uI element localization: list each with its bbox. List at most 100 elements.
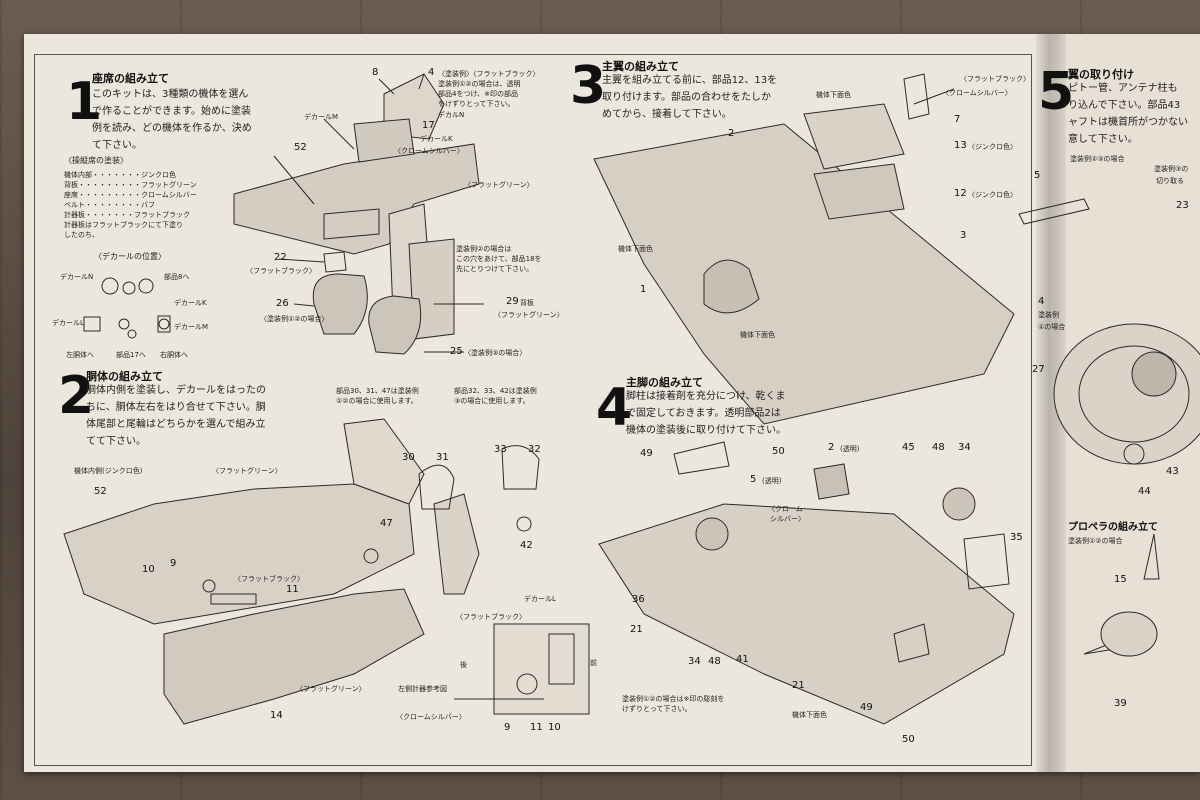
callout-4-note-3: 部品4をつけ、※印の部品 [438,90,518,98]
callout-4-s5: 4 [1038,296,1045,307]
callout-chrome-silver: 〈クロームシルバー〉 [394,147,464,155]
callout-1: 1 [640,284,647,295]
callout-25: 25 [450,346,463,357]
callout-4: 4 [428,67,435,78]
prop-blade-1 [1143,533,1160,580]
step5-line-4: 意して下さい。 [1068,134,1138,145]
step4-title: 主脚の組み立て [626,376,703,389]
step3-line-1: 主翼を組み立てる前に、部品12、13を [602,75,778,86]
step4-part49 [673,441,730,475]
callout-33: 33 [494,444,507,455]
step1-title: 座席の組み立て [92,72,169,85]
callout-9b: 9 [504,722,511,733]
callout-29-note-3: 先にとりつけて下さい。 [456,265,534,273]
step5-pitot [1018,198,1090,225]
callout-42: 42 [520,540,533,551]
step5-line-3: ャフトは機首所がつかない [1068,117,1188,128]
decal-m-label: デカールM [174,323,209,331]
step2-part9 [202,579,216,593]
callout-flat-green-s2: 〈フラットグリーン〉 [212,467,282,475]
step2-part30 [418,464,455,510]
paint-row: 背板・・・・・・・・・フラットグリーン [64,181,197,189]
callout-11: 11 [286,584,299,595]
step4-wheel-left [695,517,729,551]
step2-tailwheel47 [363,548,379,564]
callout-29-note-2: この穴をあけて、部品18を [456,255,542,263]
callout-36: 36 [632,594,645,605]
step3-part12 [813,163,905,220]
callout-underside-s4: 機体下面色 [792,711,827,719]
step4-ex-note-2: けずりとって下さい。 [622,705,692,713]
step5-engine [1131,351,1177,397]
callout-35: 35 [1010,532,1023,543]
callout-10b: 10 [548,722,561,733]
callout-32: 32 [528,444,541,455]
part17-label: 部品17へ [116,351,146,359]
callout-23: 23 [1176,200,1189,211]
label-front: 前 [590,659,597,667]
step3-part13 [803,103,905,170]
step4-wing [598,503,1015,725]
paint-row: 機体内部・・・・・・・ジンクロ色 [64,171,176,179]
callout-50: 50 [772,446,785,457]
propeller-title: プロペラの組み立て [1068,522,1158,533]
step5-cowl [1053,323,1200,465]
step1-line-3: 例を読み、どの機体を作るか、決め [92,123,252,134]
step4-line-2: で固定しておきます。透明部品2は [626,408,781,419]
callout-12: 12 [954,188,967,199]
propeller-ex: 塗装例①②の場合 [1068,537,1123,545]
callout-interior: 機体内側(ジンクロ色) [74,467,143,475]
step2-rudder [433,493,480,595]
step4-line-1: 脚柱は接着剤を充分につけ、乾くま [626,391,786,402]
step-number-2: 2 [58,366,95,426]
callout-decal-l-s2: デカールL [524,595,556,603]
callout-41: 41 [736,654,749,665]
paint-row: 座席・・・・・・・・・クロームシルバー [64,191,197,199]
step1-line-1: このキットは、3種類の機体を選ん [92,89,249,100]
callout-47: 47 [380,518,393,529]
callout-decal-k: デカールK [420,135,453,143]
callout-45: 45 [902,442,915,453]
callout-52: 52 [294,142,307,153]
callout-52-s2: 52 [94,486,107,497]
callout-flat-black: 〈フラットブラック〉 [246,267,316,275]
step3-part7 [903,73,930,120]
step5-line-1: ピトー管、アンテナ柱も [1068,83,1178,94]
step3-line-2: 取り付けます。部品の合わせをたしか [602,92,771,103]
step5-title: 翼の取り付け [1068,68,1134,81]
right-fuselage-label: 右胴体へ [160,351,188,359]
step-number-4: 4 [596,378,633,438]
callout-ex4b: ①の場合 [1038,323,1066,331]
paint-note-1: 計器板はフラットブラックにて下塗り [64,221,183,229]
callout-4-note-1: 〈塗装例〉〈フラットブラック〉 [438,70,540,78]
step3-line-3: めてから、接着して下さい。 [602,109,732,120]
callout-7: 7 [954,114,961,125]
decal-l-label: デカールL [52,319,84,327]
callout-ex12: 〈塗装例①②の場合〉 [260,315,329,323]
callout-2-s3: 2 [728,128,735,139]
callout-34b: 34 [688,656,701,667]
callout-17: 17 [422,120,435,131]
step2-title: 胴体の組み立て [86,370,163,383]
callout-50b: 50 [902,734,915,745]
paint-table-title: 〈操縦席の塗装〉 [64,156,128,165]
step4-ex-note-1: 塗装例①②の場合は※印の彫刻を [622,695,725,703]
callout-48b: 48 [708,656,721,667]
callout-21: 21 [630,624,643,635]
callout-4-note-2: 塗装例①②の場合は、透明 [438,80,521,88]
callout-underside-2: 機体下面色 [618,245,653,253]
callout-10: 10 [142,564,155,575]
callout-chrome-s3: 〈クロームシルバー〉 [942,89,1012,97]
callout-4-note-4: をけずりとって下さい。 [438,100,515,108]
step2-part11 [210,593,257,605]
decal-k-label: デカールK [174,299,207,307]
callout-44: 44 [1138,486,1151,497]
step-number-5: 5 [1038,62,1075,122]
callout-decal-m: デカールM [304,113,339,121]
step1-line-4: て下さい。 [92,140,142,151]
callout-underside-1: 機体下面色 [816,91,851,99]
callout-flat-green-s2b: 〈フラットグリーン〉 [296,685,366,693]
step2-note-b-2: ③の場合に使用します。 [454,397,530,405]
decal-n-label: デカールN [60,273,94,281]
step1-seat25 [368,295,422,355]
